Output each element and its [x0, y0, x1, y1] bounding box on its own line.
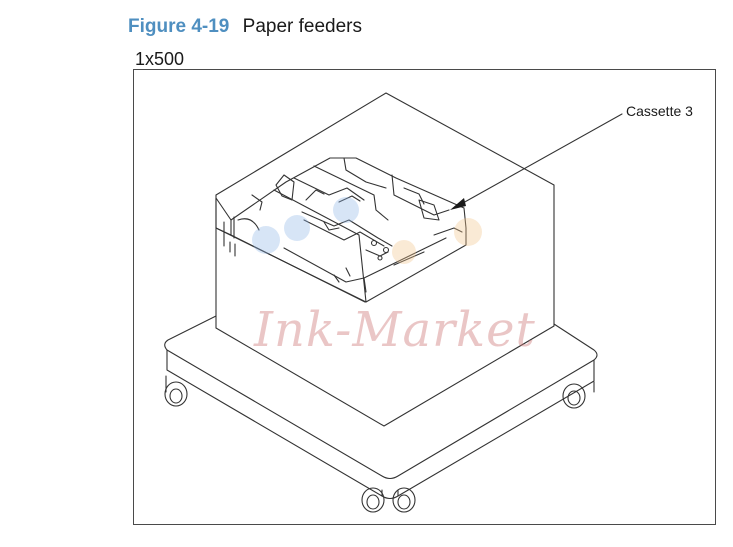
- stand-base: [164, 315, 598, 480]
- watermark: Ink-Market: [254, 302, 536, 358]
- caster-left: [164, 375, 188, 407]
- callout-leader-line: [453, 113, 623, 209]
- callout-label-cassette-3: Cassette 3: [626, 103, 693, 119]
- illustration-frame: Cassette 3 Ink-Market: [133, 69, 716, 525]
- configuration-label: 1x500: [135, 49, 185, 69]
- paper-feeder-line-drawing: [164, 92, 623, 513]
- cassette-tray-drawing: [215, 157, 467, 303]
- stand-base-inner: [215, 325, 555, 427]
- caster-right: [562, 381, 595, 409]
- callout-arrowhead: [450, 198, 466, 210]
- figure-caption: Figure 4-19 Paper feeders: [128, 16, 362, 38]
- figure-number: Figure 4-19: [128, 16, 230, 37]
- decorative-highlights: [252, 197, 482, 264]
- cabinet-top-outline: [215, 92, 555, 196]
- caster-front: [361, 487, 416, 513]
- figure-title: Paper feeders: [242, 16, 363, 37]
